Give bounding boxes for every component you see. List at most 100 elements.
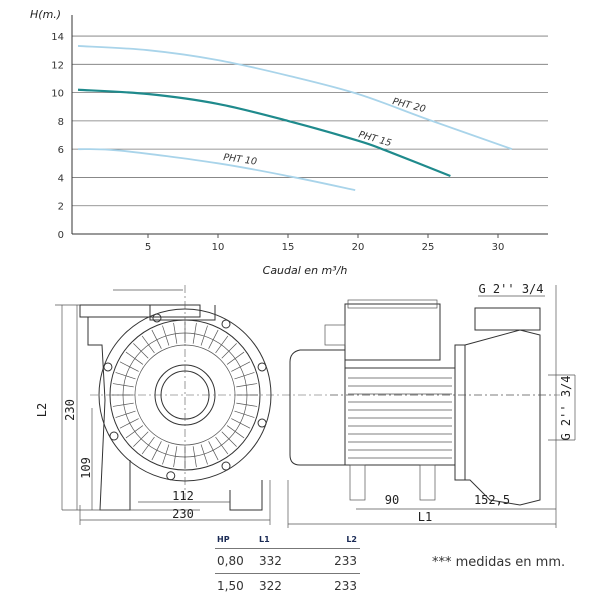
performance-chart: 0 2 4 6 8 10 12 14 5 10 15 20 25 30 H(m.) Caudal en … [30, 8, 548, 277]
dim-outlet-top: G 2'' 3/4 [478, 282, 543, 296]
rib [133, 431, 149, 447]
motor-end-cap [289, 349, 346, 466]
curve-label-pht10: PHT 10 [223, 152, 258, 168]
header-hp: HP [217, 534, 230, 544]
rib [231, 418, 251, 429]
rib [192, 322, 197, 344]
rib [133, 343, 149, 359]
curves [77, 45, 513, 192]
pump-head [464, 329, 541, 506]
dim-height-230: 230 [63, 399, 77, 421]
rib [236, 402, 258, 407]
rib [119, 418, 139, 429]
rib [112, 383, 134, 388]
rib [221, 431, 237, 447]
header-l2: L2 [346, 534, 357, 544]
rib [236, 383, 258, 388]
bolt-icon [109, 431, 119, 441]
bolt-icon [103, 362, 113, 372]
bolt-icon [152, 313, 162, 323]
dimensions-table: HP L1 L2 0,80 332 233 1,50 322 233 [215, 530, 360, 598]
rib [234, 372, 255, 380]
rib [226, 351, 245, 365]
rib [215, 335, 229, 354]
curve-pht20 [77, 45, 513, 151]
rib [200, 444, 208, 465]
rib [234, 410, 255, 418]
dim-l2: L2 [35, 403, 49, 417]
rib [112, 402, 134, 407]
rib [208, 329, 219, 349]
dim-112: 112 [172, 489, 194, 503]
y-tick-label: 14 [51, 32, 64, 43]
curve-pht10 [77, 148, 356, 192]
y-tick-label: 0 [58, 230, 64, 241]
rib [192, 446, 197, 468]
dim-width-230: 230 [172, 507, 194, 521]
bolt-icon [257, 362, 267, 372]
bolt-icon [221, 461, 231, 471]
y-axis-label: H(m.) [30, 8, 61, 21]
dim-outlet-side: G 2'' 3/4 [559, 375, 573, 440]
bolt-icon [166, 471, 176, 481]
y-tick-label: 6 [58, 145, 64, 156]
rib [125, 351, 144, 365]
rib [151, 441, 162, 461]
table-row: 1,50 322 233 [215, 574, 360, 598]
dim-152-5: 152,5 [474, 493, 510, 507]
rib [208, 441, 219, 461]
outlet-top [474, 307, 541, 331]
x-tick-label: 10 [212, 242, 225, 253]
y-tick-label: 8 [58, 117, 64, 128]
cell-l2: 233 [334, 554, 357, 568]
rib [141, 436, 155, 455]
rib [162, 325, 170, 346]
y-tick-label: 2 [58, 202, 64, 213]
dim-109: 109 [79, 457, 93, 479]
rib [125, 425, 144, 439]
rib [115, 372, 136, 380]
cell-l2: 233 [334, 579, 357, 593]
x-tick-labels: 5 10 15 20 25 30 [145, 234, 505, 253]
grid [72, 35, 548, 207]
x-tick-label: 30 [492, 242, 505, 253]
junction-box [344, 303, 441, 361]
x-tick-label: 20 [352, 242, 365, 253]
y-tick-label: 12 [51, 60, 64, 71]
bolt-icon [221, 319, 231, 329]
rib [119, 361, 139, 372]
dim-l1: L1 [418, 510, 432, 524]
pump-front-view: L2 230 109 112 230 [35, 285, 560, 525]
cell-hp: 1,50 [217, 579, 244, 593]
cell-l1: 322 [259, 579, 282, 593]
cell-l1: 332 [259, 554, 282, 568]
x-axis-label: Caudal en m³/h [263, 264, 348, 277]
table-header: HP L1 L2 [215, 530, 360, 549]
rib [231, 361, 251, 372]
y-tick-labels: 0 2 4 6 8 10 12 14 [51, 32, 64, 241]
rib [162, 444, 170, 465]
rib [151, 329, 162, 349]
rib [141, 335, 155, 354]
x-tick-label: 25 [422, 242, 435, 253]
pump-side-view: G 2'' 3/4 G 2'' 3/4 90 152,5 L1 [287, 282, 576, 528]
units-note: *** medidas en mm. [432, 555, 566, 570]
table-row: 0,80 332 233 [215, 549, 360, 574]
rib [226, 425, 245, 439]
x-tick-label: 15 [282, 242, 295, 253]
cell-hp: 0,80 [217, 554, 244, 568]
header-l1: L1 [259, 534, 270, 544]
rib [173, 446, 178, 468]
curve-pht15 [77, 88, 451, 178]
rib [200, 325, 208, 346]
y-tick-label: 4 [58, 173, 64, 184]
rib [215, 436, 229, 455]
motor-body [344, 367, 456, 466]
x-tick-label: 5 [145, 242, 151, 253]
y-tick-label: 10 [51, 89, 64, 100]
bolt-icon [257, 418, 267, 428]
dim-90: 90 [385, 493, 399, 507]
rib [115, 410, 136, 418]
rib [173, 322, 178, 344]
